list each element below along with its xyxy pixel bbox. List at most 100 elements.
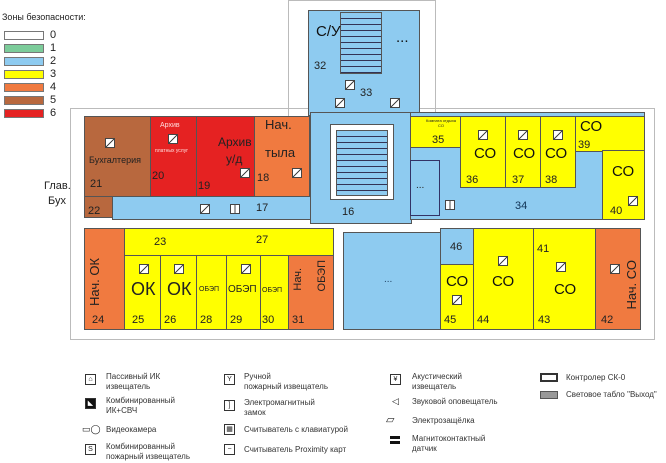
room-label: ... <box>384 274 393 285</box>
combined-ir-microwave-icon: ◣ <box>85 398 96 409</box>
acoustic-detector-icon: ¥ <box>390 374 401 385</box>
zone-swatch-2 <box>4 57 44 66</box>
room-number: 21 <box>90 178 103 190</box>
room-37 <box>505 116 541 188</box>
staircase <box>340 12 382 74</box>
room-number: 41 <box>537 243 550 255</box>
combined-fire-detector-icon: S <box>85 444 96 455</box>
room-number: 23 <box>154 236 167 248</box>
room-number: 39 <box>578 139 591 151</box>
room-number: 28 <box>200 314 213 326</box>
fire-detector-icon <box>335 98 345 108</box>
room-label: СО <box>513 145 536 162</box>
room-number: 36 <box>466 174 479 186</box>
room-number: 29 <box>230 314 243 326</box>
zone-label: 0 <box>50 29 57 41</box>
room-label: ОК <box>131 279 156 299</box>
magnetic-contact-icon <box>390 436 400 444</box>
legend-label: Световое табло "Выход" <box>566 390 657 399</box>
room-46 <box>440 228 474 266</box>
room-label: Глав. <box>44 180 71 192</box>
room-number: 31 <box>292 314 305 326</box>
room-36 <box>460 116 506 188</box>
zone-swatch-0 <box>4 31 44 40</box>
exit-sign-icon <box>540 391 558 399</box>
zone-swatch-4 <box>4 83 44 92</box>
manual-alarm-icon <box>445 200 455 210</box>
zone-label: 4 <box>50 81 57 93</box>
room-number: 26 <box>164 314 177 326</box>
fire-detector-icon <box>200 204 210 214</box>
room-21 <box>84 116 152 198</box>
room-label: ОБЭП <box>316 260 328 292</box>
room-label: у/д <box>226 152 243 166</box>
camera-icon: ▭◯ <box>82 424 101 434</box>
room-label: СО <box>580 118 603 135</box>
siren-icon: ◁ <box>392 396 399 406</box>
room-label: ОБЭП <box>262 287 283 294</box>
legend-label: Считыватель Proximity карт <box>244 445 347 454</box>
room-number: 46 <box>450 241 463 253</box>
zone-legend-title: Зоны безопасности: <box>2 12 86 22</box>
room-31 <box>288 255 334 330</box>
zone-swatch-3 <box>4 70 44 79</box>
fire-detector-icon <box>390 98 400 108</box>
fire-detector-icon <box>105 138 115 148</box>
room-label: ОБЭП <box>199 286 220 293</box>
room-number: 20 <box>152 170 165 182</box>
keypad-reader-icon: ▦ <box>224 424 235 435</box>
room-label: ... <box>416 180 425 191</box>
fire-detector-icon <box>292 168 302 178</box>
room-number: 17 <box>256 202 269 214</box>
legend-label: Звуковой оповещатель <box>412 397 498 406</box>
fire-detector-icon <box>174 264 184 274</box>
room-label: тыла <box>265 145 296 160</box>
fire-detector-icon <box>553 130 563 140</box>
room-number: 32 <box>314 60 327 72</box>
room-number: 18 <box>257 172 270 184</box>
room-label: Нач. <box>292 268 304 291</box>
room-label: С/У <box>316 23 341 40</box>
zone-swatch-1 <box>4 44 44 53</box>
room-number: 19 <box>198 180 211 192</box>
room-unnamed <box>410 160 440 216</box>
room-label: ОБЭП <box>228 284 257 295</box>
manual-fire-alarm-icon: Y <box>224 374 235 385</box>
room-label: СО <box>554 281 577 298</box>
fire-detector-icon <box>478 130 488 140</box>
room-label: СО <box>474 145 497 162</box>
zone-label: 5 <box>50 94 57 106</box>
room-number: 35 <box>432 134 445 146</box>
zone-label: 2 <box>50 55 57 67</box>
zone-label: 1 <box>50 42 57 54</box>
zone-label: 3 <box>50 68 57 80</box>
fire-detector-icon <box>452 295 462 305</box>
room-40 <box>602 150 645 220</box>
room-42 <box>595 228 641 330</box>
room-label: СО <box>446 273 469 290</box>
corridor-17 <box>112 196 312 220</box>
legend-label: Видеокамера <box>106 425 157 434</box>
room-label: платных услуг <box>155 148 189 154</box>
fire-detector-icon <box>498 256 508 266</box>
manual-alarm-icon <box>230 204 240 214</box>
zone-swatch-5 <box>4 96 44 105</box>
room-label: ... <box>396 29 409 46</box>
room-label: Нач. <box>265 117 292 132</box>
fire-detector-icon <box>518 130 528 140</box>
room-24 <box>84 228 126 330</box>
zone-label: 6 <box>50 107 57 119</box>
legend-label: Контролер СК-0 <box>566 373 626 382</box>
fire-detector-icon <box>556 262 566 272</box>
room-44 <box>473 228 534 330</box>
passive-ir-icon: ⌂ <box>85 374 96 385</box>
room-label: Нач. СО <box>624 260 639 310</box>
fire-detector-icon <box>168 134 178 144</box>
room-number: 38 <box>545 174 558 186</box>
